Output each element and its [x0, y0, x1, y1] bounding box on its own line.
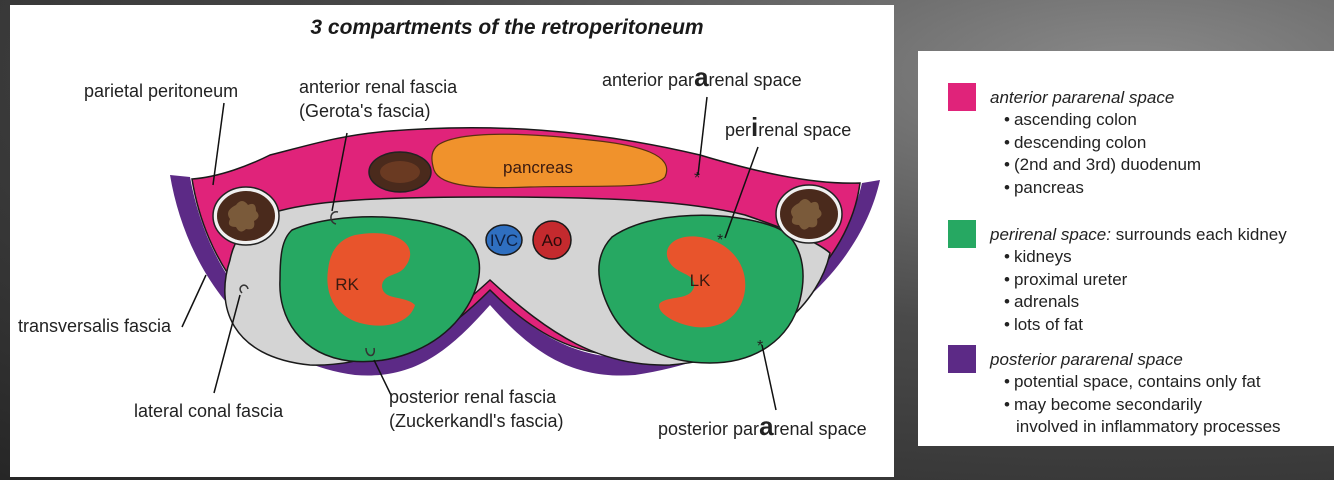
list-item: potential space, contains only fat	[1004, 371, 1281, 394]
posterior-pararenal-heading: posterior pararenal space	[990, 350, 1183, 369]
posterior-pararenal-label: posterior pararenal space	[658, 411, 867, 441]
list-item: may become secondarily	[1004, 394, 1281, 417]
posterior-renal-fascia-label: posterior renal fascia	[389, 387, 557, 407]
perirenal-list: kidneys proximal ureter adrenals lots of…	[1004, 246, 1127, 336]
aorta-label: Ao	[542, 231, 563, 250]
leader-lines	[181, 96, 777, 411]
anterior-pararenal-heading: anterior pararenal space	[990, 88, 1175, 107]
parietal-peritoneum-label: parietal peritoneum	[84, 81, 238, 101]
diagram-title: 3 compartments of the retroperitoneum	[310, 16, 703, 39]
left-kidney	[659, 236, 746, 328]
transversalis-fascia-label: transversalis fascia	[18, 316, 172, 336]
perirenal-label: perirenal space	[725, 112, 851, 142]
zuckerkandls-fascia-label: (Zuckerkandl's fascia)	[389, 411, 564, 431]
pancreas	[431, 133, 668, 189]
anterior-pararenal-label: anterior pararenal space	[602, 62, 802, 92]
anterior-pararenal-marker: *	[694, 170, 700, 187]
list-item: ascending colon	[1004, 109, 1201, 132]
posterior-fascia-marker	[365, 347, 375, 357]
anterior-pararenal-swatch	[948, 83, 976, 111]
gerotas-fascia-label: (Gerota's fascia)	[299, 101, 430, 121]
perirenal-heading: perirenal space: surrounds each kidney	[990, 225, 1287, 244]
aorta	[532, 220, 572, 260]
list-item: kidneys	[1004, 246, 1127, 269]
posterior-pararenal-space	[170, 175, 880, 376]
retroperitoneum-diagram: 3 compartments of the retroperitoneum RK…	[18, 16, 880, 441]
duodenum	[368, 151, 432, 193]
diagram-panel: 3 compartments of the retroperitoneum RK…	[10, 5, 894, 477]
list-item: proximal ureter	[1004, 269, 1127, 292]
conal-fascia-marker	[239, 284, 249, 294]
lateral-conal-fascia-label: lateral conal fascia	[134, 401, 284, 421]
pancreas-label: pancreas	[503, 158, 573, 177]
ivc-label: IVC	[490, 231, 518, 250]
list-item: involved in inflammatory processes	[1016, 417, 1281, 436]
list-item: descending colon	[1004, 132, 1201, 155]
list-item: pancreas	[1004, 177, 1201, 200]
perirenal-marker: *	[717, 232, 723, 249]
anterior-pararenal-list: ascending colon descending colon (2nd an…	[1004, 109, 1201, 199]
posterior-pararenal-swatch	[948, 345, 976, 373]
left-kidney-label: LK	[690, 271, 711, 290]
right-kidney-label: RK	[335, 275, 359, 294]
perirenal-swatch	[948, 220, 976, 248]
right-kidney	[327, 233, 415, 326]
list-item: lots of fat	[1004, 314, 1127, 337]
ascending-colon	[212, 186, 280, 246]
legend-panel: anterior pararenal space ascending colon…	[918, 51, 1334, 446]
posterior-pararenal-marker: *	[757, 338, 763, 355]
posterior-pararenal-list: potential space, contains only fat may b…	[1004, 371, 1281, 439]
anterior-fascia-marker	[330, 211, 339, 225]
list-item: adrenals	[1004, 291, 1127, 314]
ivc	[485, 224, 523, 256]
anterior-renal-fascia-label: anterior renal fascia	[299, 77, 458, 97]
descending-colon	[775, 184, 843, 244]
list-item: (2nd and 3rd) duodenum	[1004, 154, 1201, 177]
